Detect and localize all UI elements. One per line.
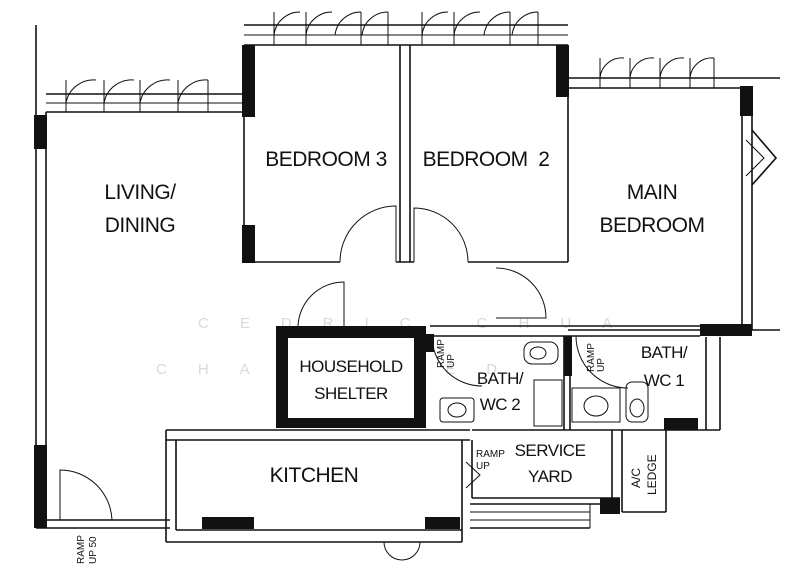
bath1-door-swing bbox=[575, 335, 629, 389]
kitchen-window bbox=[383, 541, 421, 561]
ramp-yard-line2: UP bbox=[476, 461, 490, 472]
room-labels: LIVING/ DINING BEDROOM 3 BEDROOM 2 MAIN … bbox=[104, 148, 705, 495]
ac-ledge-label-line1: A/C bbox=[629, 468, 643, 488]
living-dining-label-line1: LIVING/ bbox=[104, 181, 176, 204]
bedroom-2-label: BEDROOM 2 bbox=[423, 148, 550, 171]
ramp-yard-line1: RAMP bbox=[476, 449, 505, 460]
kitchen-label: KITCHEN bbox=[270, 464, 359, 487]
basin-bath2 bbox=[439, 397, 475, 423]
service-yard-label-line2: YARD bbox=[528, 467, 572, 486]
ramp-labels: RAMP UP RAMP UP RAMP UP RAMP UP 50 bbox=[76, 339, 607, 564]
bedroom-windows bbox=[273, 11, 539, 45]
bath-wc-2-label-line2: WC 2 bbox=[480, 395, 521, 414]
toilet-bath2 bbox=[523, 341, 559, 365]
outer-walls bbox=[34, 24, 780, 543]
living-dining-label-line2: DINING bbox=[105, 214, 176, 237]
household-shelter-label-line2: SHELTER bbox=[314, 384, 388, 403]
ramp-entrance-line1: RAMP bbox=[76, 535, 87, 564]
ramp-bath1-line1: RAMP bbox=[586, 343, 597, 372]
bath2-door-swing bbox=[431, 335, 483, 387]
ramp-bath2-line2: UP bbox=[446, 354, 457, 368]
doors bbox=[59, 205, 629, 561]
main-bedroom-windows bbox=[599, 57, 715, 88]
interior-walls bbox=[166, 45, 752, 542]
ramp-bath2-line1: RAMP bbox=[436, 339, 447, 368]
main-bedroom-door-swing bbox=[495, 267, 547, 319]
shelter-door-swing bbox=[297, 281, 345, 327]
ac-ledge-label-line2: LEDGE bbox=[645, 454, 659, 495]
basin-bath1 bbox=[571, 387, 621, 423]
bath-wc-2-label-line1: BATH/ bbox=[477, 369, 524, 388]
shower-bath2 bbox=[533, 379, 563, 427]
bath-wc-1-label-line1: BATH/ bbox=[641, 343, 688, 362]
bedroom-2-door-swing bbox=[413, 207, 469, 263]
ramp-bath1-line2: UP bbox=[596, 358, 607, 372]
main-bedroom-label-line2: BEDROOM bbox=[599, 214, 704, 237]
ramp-entrance-line2: UP 50 bbox=[88, 536, 99, 564]
household-shelter-label-line1: HOUSEHOLD bbox=[299, 357, 402, 376]
yard-door-swing bbox=[465, 461, 481, 489]
living-windows bbox=[65, 79, 209, 112]
main-bedroom-label-line1: MAIN bbox=[627, 181, 678, 204]
toilet-bath1 bbox=[625, 381, 649, 423]
entrance-door-swing bbox=[59, 469, 113, 521]
bath-wc-1-label-line2: WC 1 bbox=[644, 371, 685, 390]
bedroom-3-label: BEDROOM 3 bbox=[265, 148, 387, 171]
bedroom-3-door-swing bbox=[339, 205, 397, 263]
fixtures bbox=[439, 341, 649, 427]
service-yard-label-line1: SERVICE bbox=[515, 441, 586, 460]
